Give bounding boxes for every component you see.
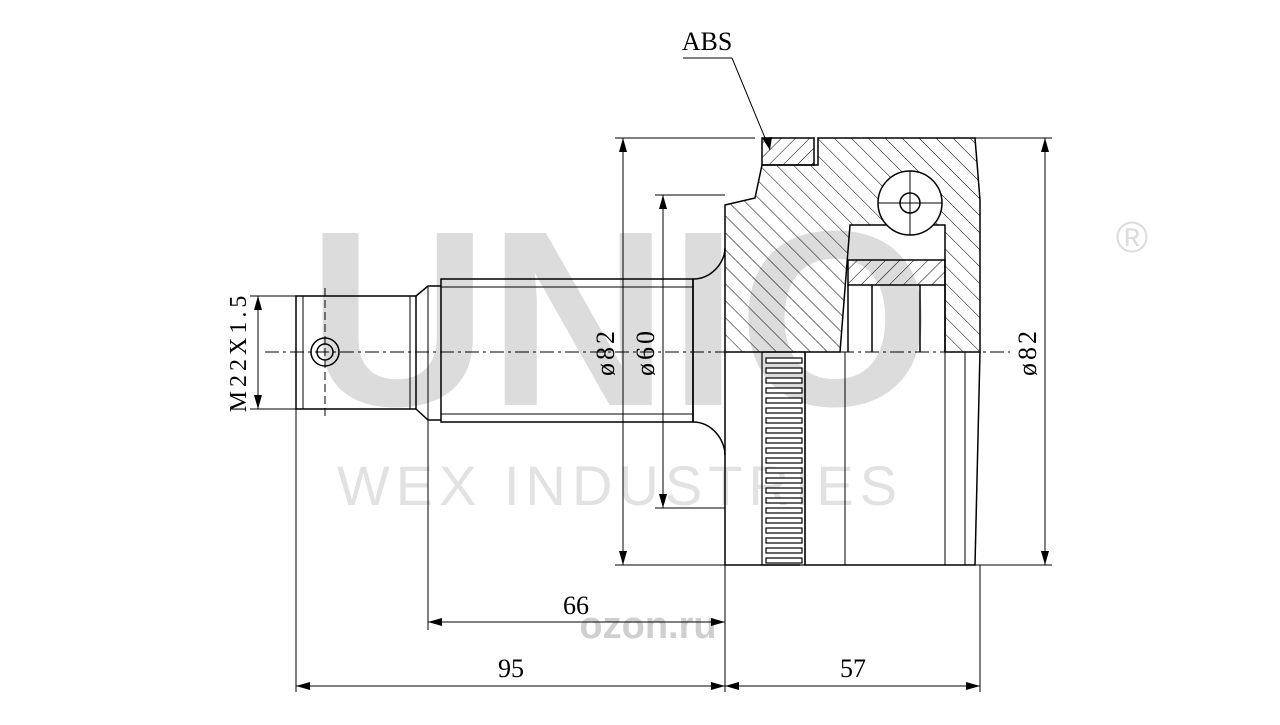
dimension-arrows (254, 137, 1049, 690)
tone-ring-tooth (765, 387, 803, 394)
seat-diameter-label: ø60 (631, 328, 660, 376)
tone-ring-tooth (765, 437, 803, 444)
threaded-stub (295, 285, 441, 421)
tone-ring-tooth (765, 517, 803, 524)
tone-ring-tooth (765, 537, 803, 544)
abs-label: ABS (682, 27, 733, 56)
tone-ring-tooth (765, 427, 803, 434)
tone-ring-tooth (765, 467, 803, 474)
tone-ring-tooth (765, 377, 803, 384)
tone-ring-tooth (765, 477, 803, 484)
tone-ring-outline (761, 351, 806, 566)
tone-ring-tooth (765, 397, 803, 404)
watermark-company: WEX INDUSTRIES (337, 454, 903, 517)
tone-ring-tooth (765, 527, 803, 534)
tone-ring-tooth (765, 557, 803, 564)
site-logo: ozon.ru (579, 605, 716, 647)
tone-ring-tooth (765, 487, 803, 494)
dimension-lines (250, 57, 1052, 692)
overall-left-label: 95 (498, 654, 524, 683)
flange-diameter-label: ø82 (591, 328, 620, 376)
tone-ring-tooth (765, 447, 803, 454)
outer-diameter-label: ø82 (1013, 328, 1042, 376)
tone-ring-tooth (765, 417, 803, 424)
tone-ring-tooth (765, 547, 803, 554)
thread-label: M22X1.5 (226, 292, 252, 413)
tone-ring-tooth (765, 407, 803, 414)
tone-ring-tooth (765, 457, 803, 464)
tone-ring-tooth (765, 367, 803, 374)
tone-ring-tooth (765, 357, 803, 364)
splined-shaft (440, 247, 726, 456)
abs-tone-ring (761, 351, 806, 566)
watermark-registered: ® (1116, 213, 1148, 262)
dimension-labels: ABS M22X1.5 ø82 ø60 ø82 66 95 57 (226, 27, 1042, 683)
shaft-length-label: 66 (563, 591, 589, 620)
tone-ring-tooth (765, 507, 803, 514)
tone-ring-tooth (765, 497, 803, 504)
overall-right-label: 57 (840, 654, 866, 683)
